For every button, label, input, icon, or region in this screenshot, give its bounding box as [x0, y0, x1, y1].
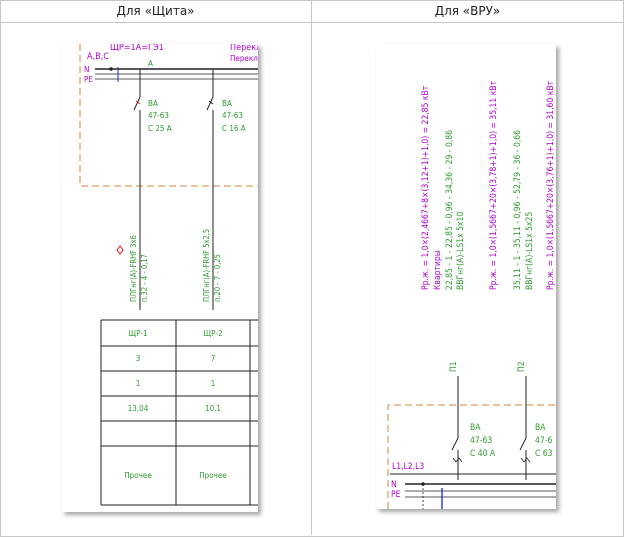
phase-label: A,B,C: [87, 52, 109, 62]
feeder-3-formula: Рр.ж. = 1,0×(1,5667+20×(3,76+1)+1,0) = 3…: [546, 80, 556, 290]
load-table: [101, 320, 258, 505]
breaker-1-model: 47-63: [470, 436, 492, 446]
breaker-2-type: ВА: [535, 423, 546, 433]
breaker-1-trip: [136, 101, 140, 104]
feeder-1-formula: Рр.ж. = 1,0×(2,4667+8×(3,12+1)+1,0) = 22…: [421, 85, 431, 290]
top-right-label-2: Перекл: [230, 54, 258, 63]
breaker-1-contact: [451, 437, 459, 451]
right-schematic: Рр.ж. = 1,0×(2,4667+8×(3,12+1)+1,0) = 22…: [376, 44, 556, 509]
table-header-2: ЩР-2: [203, 329, 222, 338]
column-divider: [311, 0, 312, 535]
right-header: Для «ВРУ»: [312, 0, 623, 23]
breaker-1-type: ВА: [148, 99, 158, 108]
breaker-2-model: 47-6: [535, 436, 552, 446]
feeder-1-name: П1: [449, 361, 459, 372]
table-cell: 7: [211, 354, 216, 363]
enclosure-boundary: [387, 404, 556, 509]
phase-label: L1,L2,L3: [392, 462, 424, 472]
table-cell: 10,1: [205, 404, 221, 413]
pe-label: PE: [391, 490, 401, 500]
n-label: N: [391, 480, 397, 490]
breaker-2-type: ВА: [222, 99, 232, 108]
table-cell: 13,04: [128, 404, 149, 413]
table-cell: 1: [211, 379, 216, 388]
breaker-2-contact: [519, 437, 527, 451]
feeder-2-formula: Рр.ж. = 1,0×(1,5667+20×(3,78+1)+1,0) = 3…: [489, 80, 499, 290]
breaker-1-model: 47-63: [148, 111, 169, 120]
breaker-2-trip: [209, 101, 213, 104]
breaker-1-symbol: [452, 457, 463, 463]
breaker-1-rating: С 25 А: [148, 124, 172, 133]
cable-2-params: п.20 - 7 - 0,25: [213, 254, 222, 302]
n-label: N: [84, 65, 89, 74]
left-schematic: ЩР=1А=ГЭ1 Перекл Перекл A,B,C N PE A ВА …: [62, 43, 261, 512]
bus-dot: [109, 67, 113, 71]
enclosure-boundary: [80, 44, 258, 186]
left-sheet: [62, 44, 258, 512]
red-marker: [117, 246, 123, 254]
table-cell: Прочее: [199, 471, 227, 480]
breaker-1-rating: С 40 А: [470, 449, 496, 459]
table-header-1: ЩР-1: [128, 329, 147, 338]
table-cell: 1: [136, 379, 141, 388]
breaker-2-model: 47-63: [222, 111, 243, 120]
table-cell: 3: [136, 354, 141, 363]
breaker-2-rating: С 63: [535, 449, 553, 459]
breaker-2-contact: [207, 97, 213, 110]
bus-phase-label: A: [148, 59, 153, 68]
breaker-1-contact: [134, 97, 140, 110]
feeder-1-params: 22,85 - 1 - 22,85 - 0,96 - 34,36 - 29 - …: [445, 130, 455, 290]
pe-label: PE: [84, 75, 93, 84]
feeder-1-cable: ВВГнг(А)-LS1х 5х10: [456, 212, 466, 290]
feeder-1-desc: Квартиры: [433, 250, 443, 290]
feeder-2-cable: ВВГнг(А)-LS1х 5х25: [525, 212, 535, 290]
left-header: Для «Щита»: [0, 0, 311, 23]
cable-2-label: ПЛГнг(А)-FRHF 5х2,5: [202, 229, 211, 302]
cable-1-params: п.32 - 4 - 0,17: [140, 254, 149, 302]
breaker-2-rating: С 16 А: [222, 124, 246, 133]
top-label: ЩР=1А=ГЭ1: [110, 43, 164, 53]
top-right-label: Перекл: [230, 43, 261, 53]
table-cell: Прочее: [124, 471, 152, 480]
feeder-2-name: П2: [517, 361, 527, 372]
breaker-2-symbol: [520, 457, 531, 463]
breaker-1-type: ВА: [470, 423, 481, 433]
cable-1-label: ПЛГнг(А)-FRHF 3х6: [129, 235, 138, 302]
feeder-2-params: 35,11 - 1 - 35,11 - 0,96 - 52,79 - 36 - …: [513, 130, 523, 290]
